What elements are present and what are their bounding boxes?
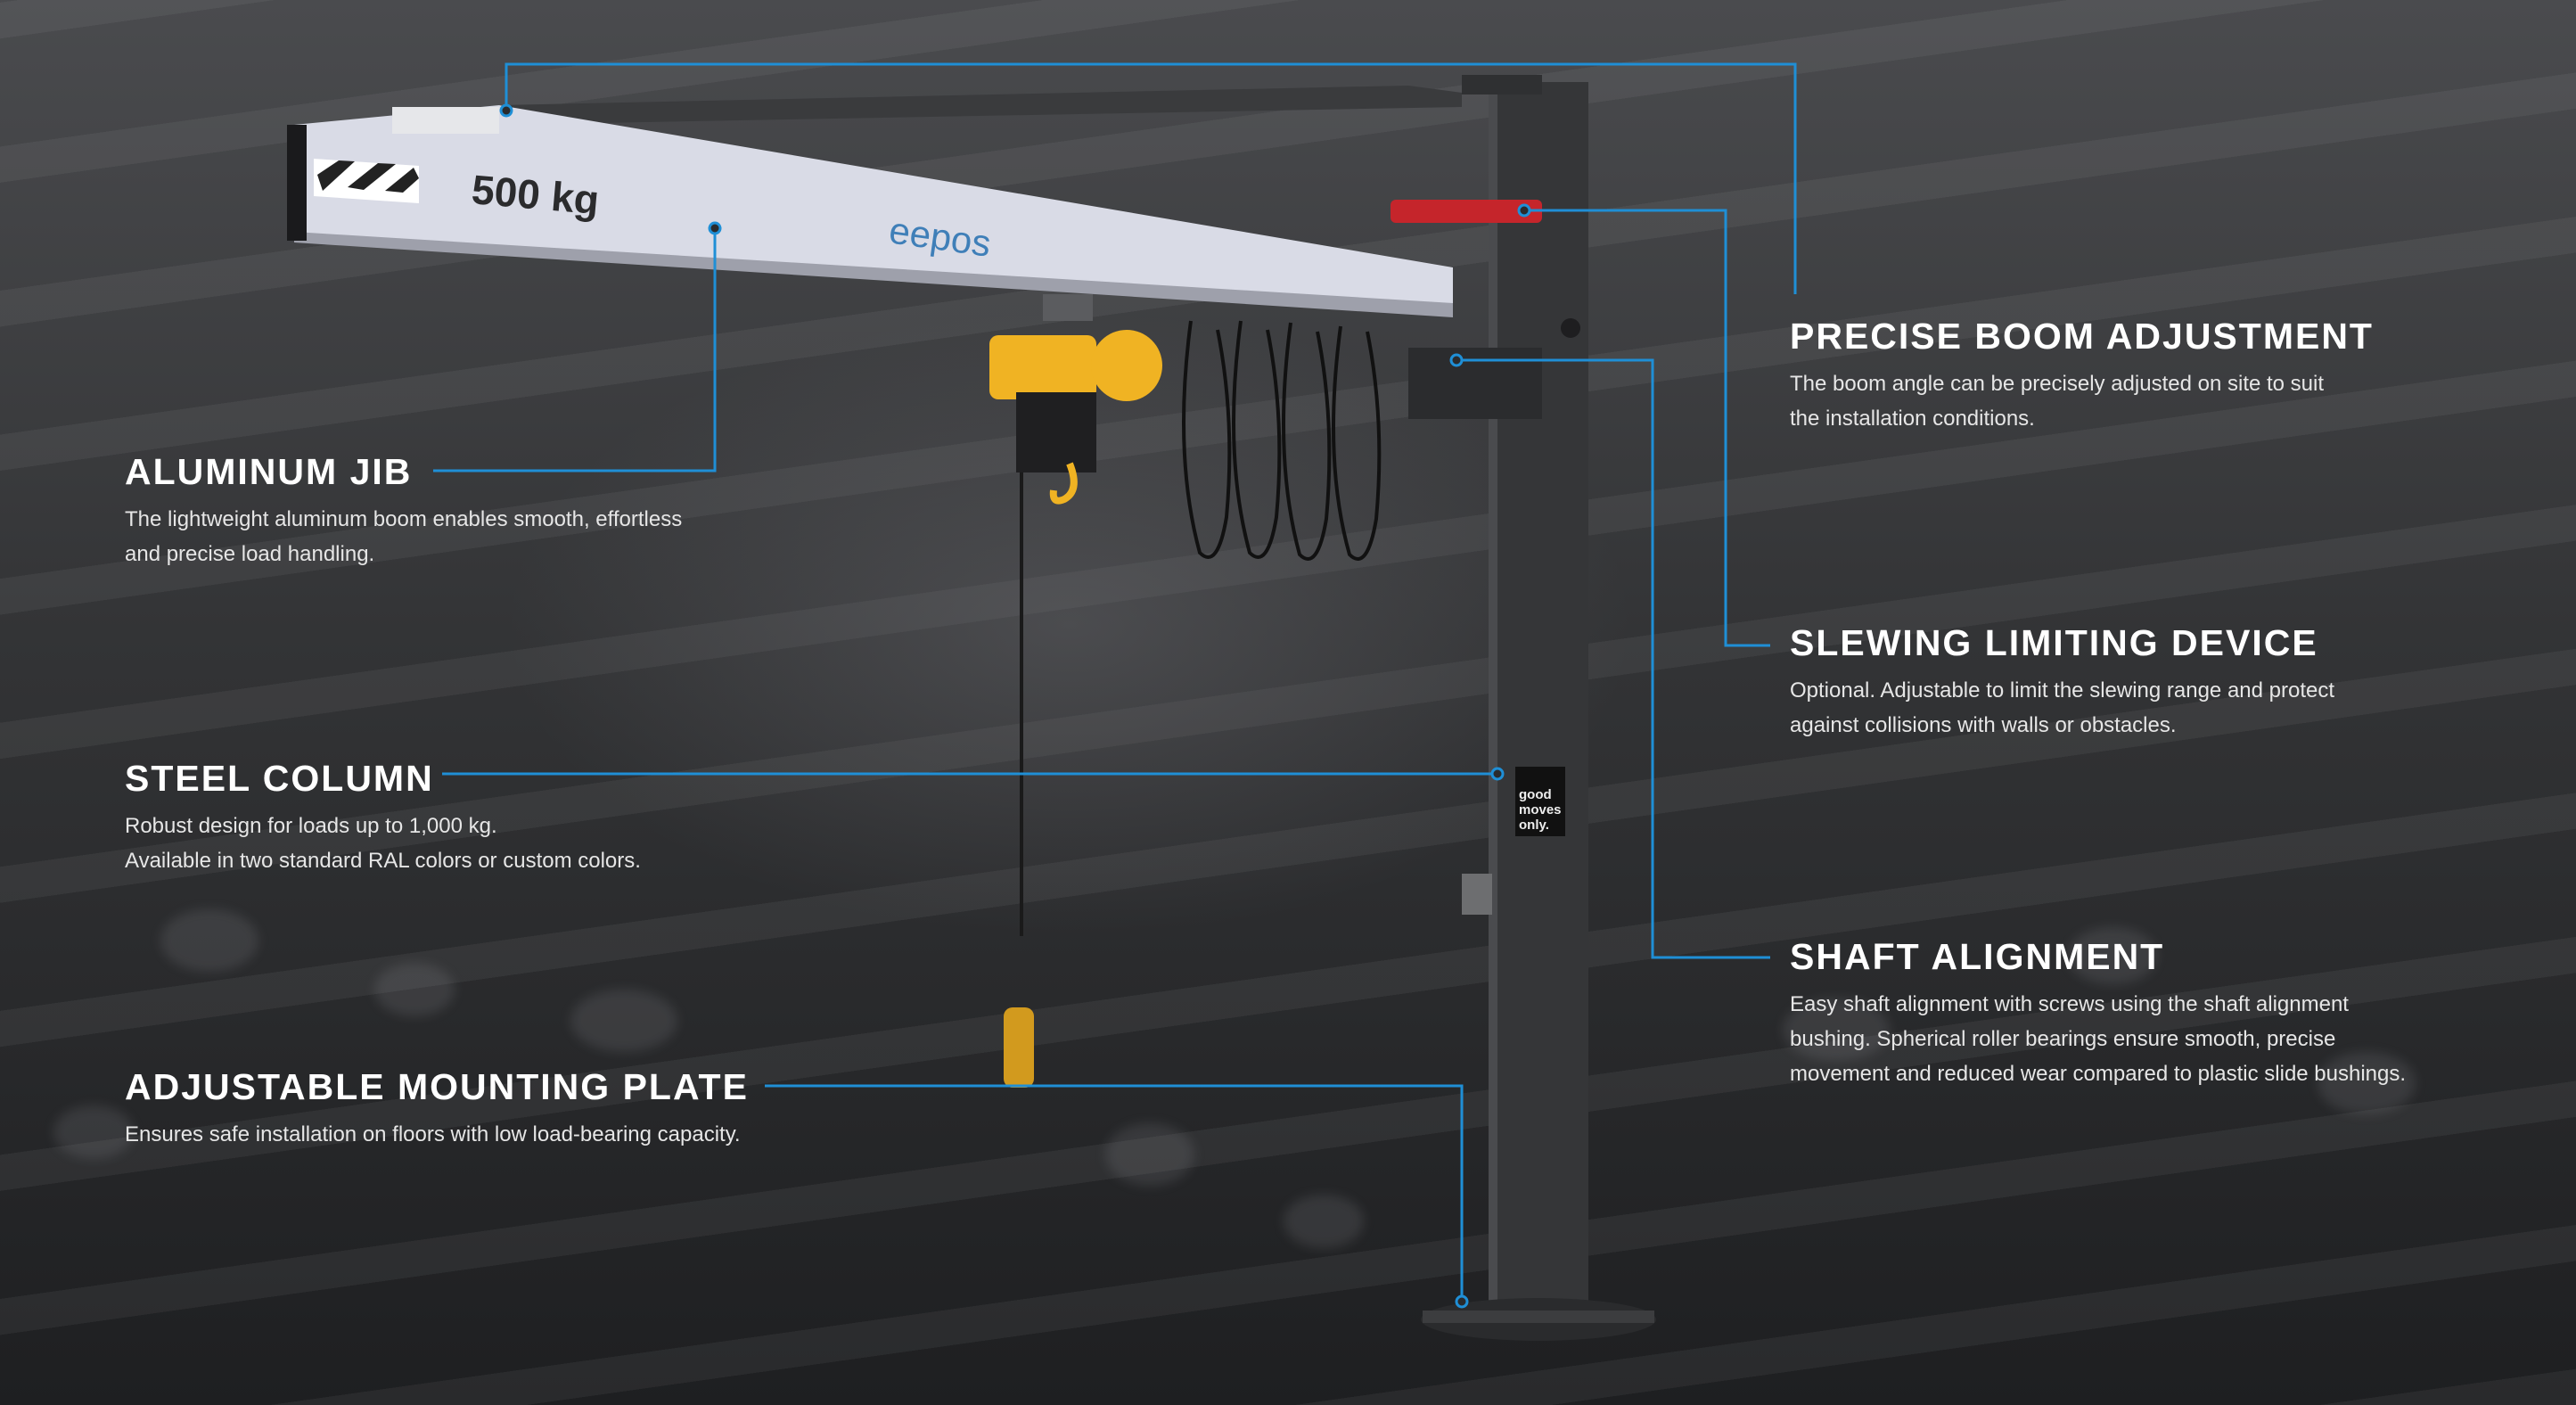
aluminum-boom xyxy=(294,105,1453,312)
callout-aluminum-jib: ALUMINUM JIB The lightweight aluminum bo… xyxy=(125,451,682,571)
boom-end-cap xyxy=(287,125,307,241)
festoon-cable xyxy=(1332,325,1382,561)
callout-title: PRECISE BOOM ADJUSTMENT xyxy=(1790,316,2374,357)
column-bolt xyxy=(1561,318,1580,338)
festoon-cable xyxy=(1282,322,1332,561)
bokeh-light xyxy=(53,1105,134,1159)
leader-shaft-alignment xyxy=(1456,358,1770,959)
good-moves-sticker xyxy=(1515,767,1565,836)
boom-shadow xyxy=(294,232,1453,317)
pin-mounting-plate xyxy=(1455,1294,1469,1309)
bokeh-light xyxy=(1105,1123,1194,1186)
callout-description: Optional. Adjustable to limit the slewin… xyxy=(1790,673,2334,743)
hoist-body xyxy=(989,335,1096,399)
callout-description: The lightweight aluminum boom enables sm… xyxy=(125,502,682,571)
hoist-trolley xyxy=(1043,294,1093,321)
mounting-plate-edge xyxy=(1423,1311,1654,1323)
pin-slewing-device xyxy=(1517,203,1531,218)
description-line: movement and reduced wear compared to pl… xyxy=(1790,1062,2407,1086)
callout-steel-column: STEEL COLUMN Robust design for loads up … xyxy=(125,758,641,878)
callout-title: SHAFT ALIGNMENT xyxy=(1790,936,2165,977)
callout-shaft-alignment: SHAFT ALIGNMENT Easy shaft alignment wit… xyxy=(1790,936,2406,1091)
description-line: and precise load handling. xyxy=(125,542,375,566)
tie-rod xyxy=(499,86,1462,125)
callout-mounting-plate: ADJUSTABLE MOUNTING PLATE Ensures safe i… xyxy=(125,1066,749,1152)
callout-title: ALUMINUM JIB xyxy=(125,451,413,492)
pin-aluminum-jib xyxy=(708,221,722,235)
description-line: bushing. Spherical roller bearings ensur… xyxy=(1790,1027,2336,1051)
callout-slewing-device: SLEWING LIMITING DEVICE Optional. Adjust… xyxy=(1790,622,2334,743)
column-edge xyxy=(1489,82,1497,1330)
bokeh-light xyxy=(2318,1052,2416,1114)
bokeh-light xyxy=(374,963,455,1016)
callout-description: The boom angle can be precisely adjusted… xyxy=(1790,366,2374,436)
description-line: Easy shaft alignment with screws using t… xyxy=(1790,992,2349,1016)
leader-mounting-plate xyxy=(765,1084,1464,1302)
sticker-line-1: good xyxy=(1519,787,1552,802)
leader-aluminum-jib xyxy=(433,228,717,472)
pin-boom-adjustment xyxy=(499,103,513,118)
hoist-motor xyxy=(1091,330,1162,401)
description-line: The lightweight aluminum boom enables sm… xyxy=(125,507,683,531)
callout-description: Easy shaft alignment with screws using t… xyxy=(1790,987,2406,1091)
bokeh-light xyxy=(160,909,258,972)
bokeh-light xyxy=(1284,1195,1364,1248)
bokeh-light xyxy=(570,990,677,1052)
callout-title: SLEWING LIMITING DEVICE xyxy=(1790,622,2318,663)
callout-description: Robust design for loads up to 1,000 kg. … xyxy=(125,809,641,878)
leader-slewing-device xyxy=(1524,209,1770,647)
hoist-hook xyxy=(1049,462,1078,505)
callout-boom-adjustment: PRECISE BOOM ADJUSTMENT The boom angle c… xyxy=(1790,316,2374,436)
callout-description: Ensures safe installation on floors with… xyxy=(125,1117,749,1152)
sticker-line-2: moves xyxy=(1519,802,1562,818)
description-line: Available in two standard RAL colors or … xyxy=(125,849,641,873)
bokeh-light xyxy=(1783,998,1890,1061)
festoon-cable xyxy=(1182,320,1232,559)
description-line: against collisions with walls or obstacl… xyxy=(1790,713,2177,737)
hazard-stripe xyxy=(317,160,355,191)
description-line: Robust design for loads up to 1,000 kg. xyxy=(125,814,497,838)
boom-bracket xyxy=(392,107,499,134)
hazard-stripe xyxy=(348,163,396,190)
description-line: the installation conditions. xyxy=(1790,407,2035,431)
callout-title: STEEL COLUMN xyxy=(125,758,434,799)
description-line: Ensures safe installation on floors with… xyxy=(125,1122,741,1146)
leader-boom-adjustment xyxy=(505,62,1797,294)
pendant-control xyxy=(1004,1007,1034,1088)
callout-title: ADJUSTABLE MOUNTING PLATE xyxy=(125,1066,749,1107)
description-line: Optional. Adjustable to limit the slewin… xyxy=(1790,678,2335,702)
hazard-stripe xyxy=(385,168,419,193)
pin-steel-column xyxy=(1490,767,1505,781)
festoon-cable xyxy=(1232,320,1282,559)
shaft-bracket xyxy=(1408,348,1542,419)
switch-box xyxy=(1462,874,1492,915)
hoist-housing xyxy=(1016,392,1096,472)
column-cap xyxy=(1462,75,1542,94)
sticker-line-3: only. xyxy=(1519,818,1549,833)
pin-shaft-alignment xyxy=(1449,353,1464,367)
bokeh-light xyxy=(2068,927,2157,984)
load-capacity-label: 500 kg xyxy=(470,166,601,223)
steel-column xyxy=(1489,82,1588,1330)
description-line: The boom angle can be precisely adjusted… xyxy=(1790,372,2325,396)
slewing-flange xyxy=(1391,200,1542,223)
